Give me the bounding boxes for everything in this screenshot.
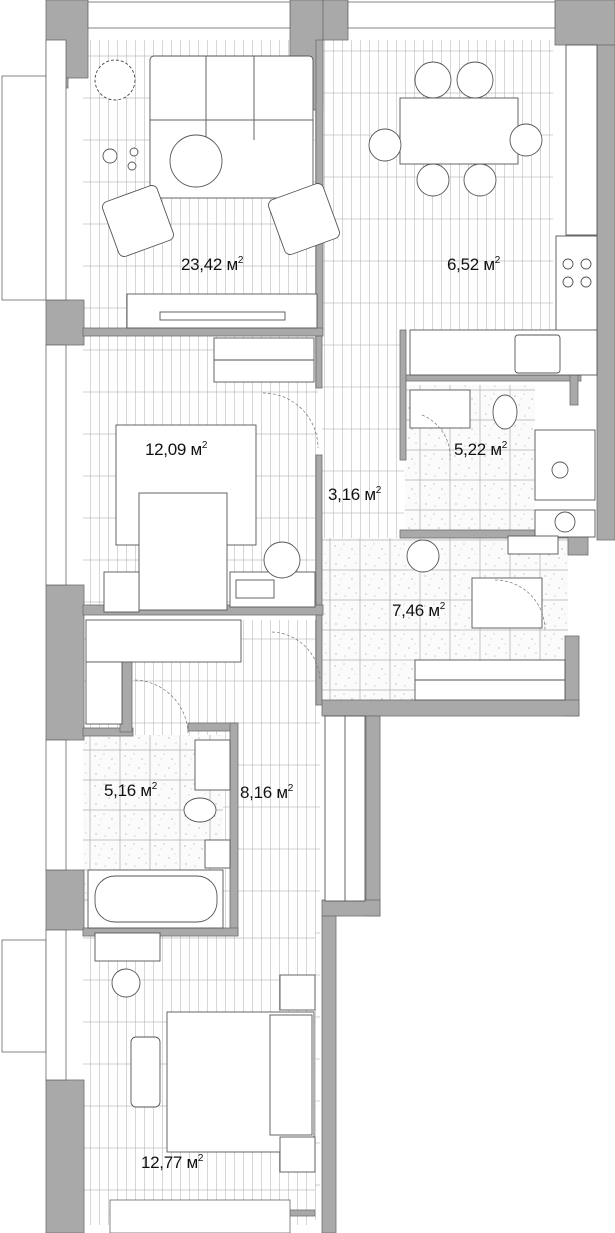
wardrobe-icon — [213, 337, 315, 383]
bench-icon — [130, 1036, 161, 1108]
toilet-icon — [492, 394, 518, 430]
wardrobe-icon — [85, 619, 242, 725]
room-area-entrance-hall: 7,46 м2 — [392, 601, 445, 620]
armchair-icon — [268, 183, 340, 255]
sofa-icon — [149, 55, 314, 199]
nightstand-icon — [279, 974, 316, 1173]
hall-rug-icon — [471, 577, 543, 629]
desk-chair-icon — [263, 541, 301, 579]
toilet-icon — [183, 797, 217, 823]
dresser-icon — [94, 932, 161, 962]
coffee-table-icon — [169, 134, 223, 188]
stove-icon — [562, 258, 592, 288]
plant-icon — [94, 59, 136, 101]
room-area-corridor: 3,16 м2 — [328, 485, 381, 504]
hall-wardrobe-icon — [414, 659, 566, 701]
bed-icon — [138, 492, 228, 611]
shoe-rack-icon — [507, 535, 559, 555]
shower-icon — [534, 429, 596, 501]
sink-icon — [194, 739, 231, 791]
room-area-bedroom-small: 12,09 м2 — [145, 440, 208, 459]
sink-icon — [514, 334, 561, 374]
wardrobe-icon — [324, 715, 366, 902]
stool-icon — [111, 968, 141, 998]
washing-machine-icon — [204, 839, 231, 869]
tv-console-icon — [126, 293, 318, 329]
mirror-icon — [406, 539, 440, 573]
doors — [134, 392, 546, 734]
armchair-icon — [102, 185, 174, 257]
washing-machine-icon — [534, 509, 596, 538]
room-area-bathroom-tub: 5,16 м2 — [104, 781, 157, 800]
furniture — [85, 44, 598, 1173]
bed-icon — [166, 1011, 315, 1153]
desk-icon — [229, 571, 316, 608]
chair-icon — [368, 61, 543, 197]
bathtub-icon — [87, 869, 224, 929]
dining-table-icon — [399, 97, 519, 165]
bathtub-icon — [409, 389, 471, 429]
floor-corridor1 — [322, 330, 404, 538]
windows — [1, 1, 556, 1233]
floor-lamp-icon — [102, 147, 139, 171]
room-area-bathroom-shower: 5,22 м2 — [454, 440, 507, 459]
room-area-bedroom-master: 12,77 м2 — [141, 1153, 204, 1172]
kitchen-counter-icon — [409, 44, 598, 376]
room-area-kitchen: 6,52 м2 — [447, 255, 500, 274]
room-area-corridor-lower: 8,16 м2 — [240, 783, 293, 802]
nightstand-icon — [103, 571, 140, 613]
room-area-living: 23,42 м2 — [181, 255, 244, 274]
